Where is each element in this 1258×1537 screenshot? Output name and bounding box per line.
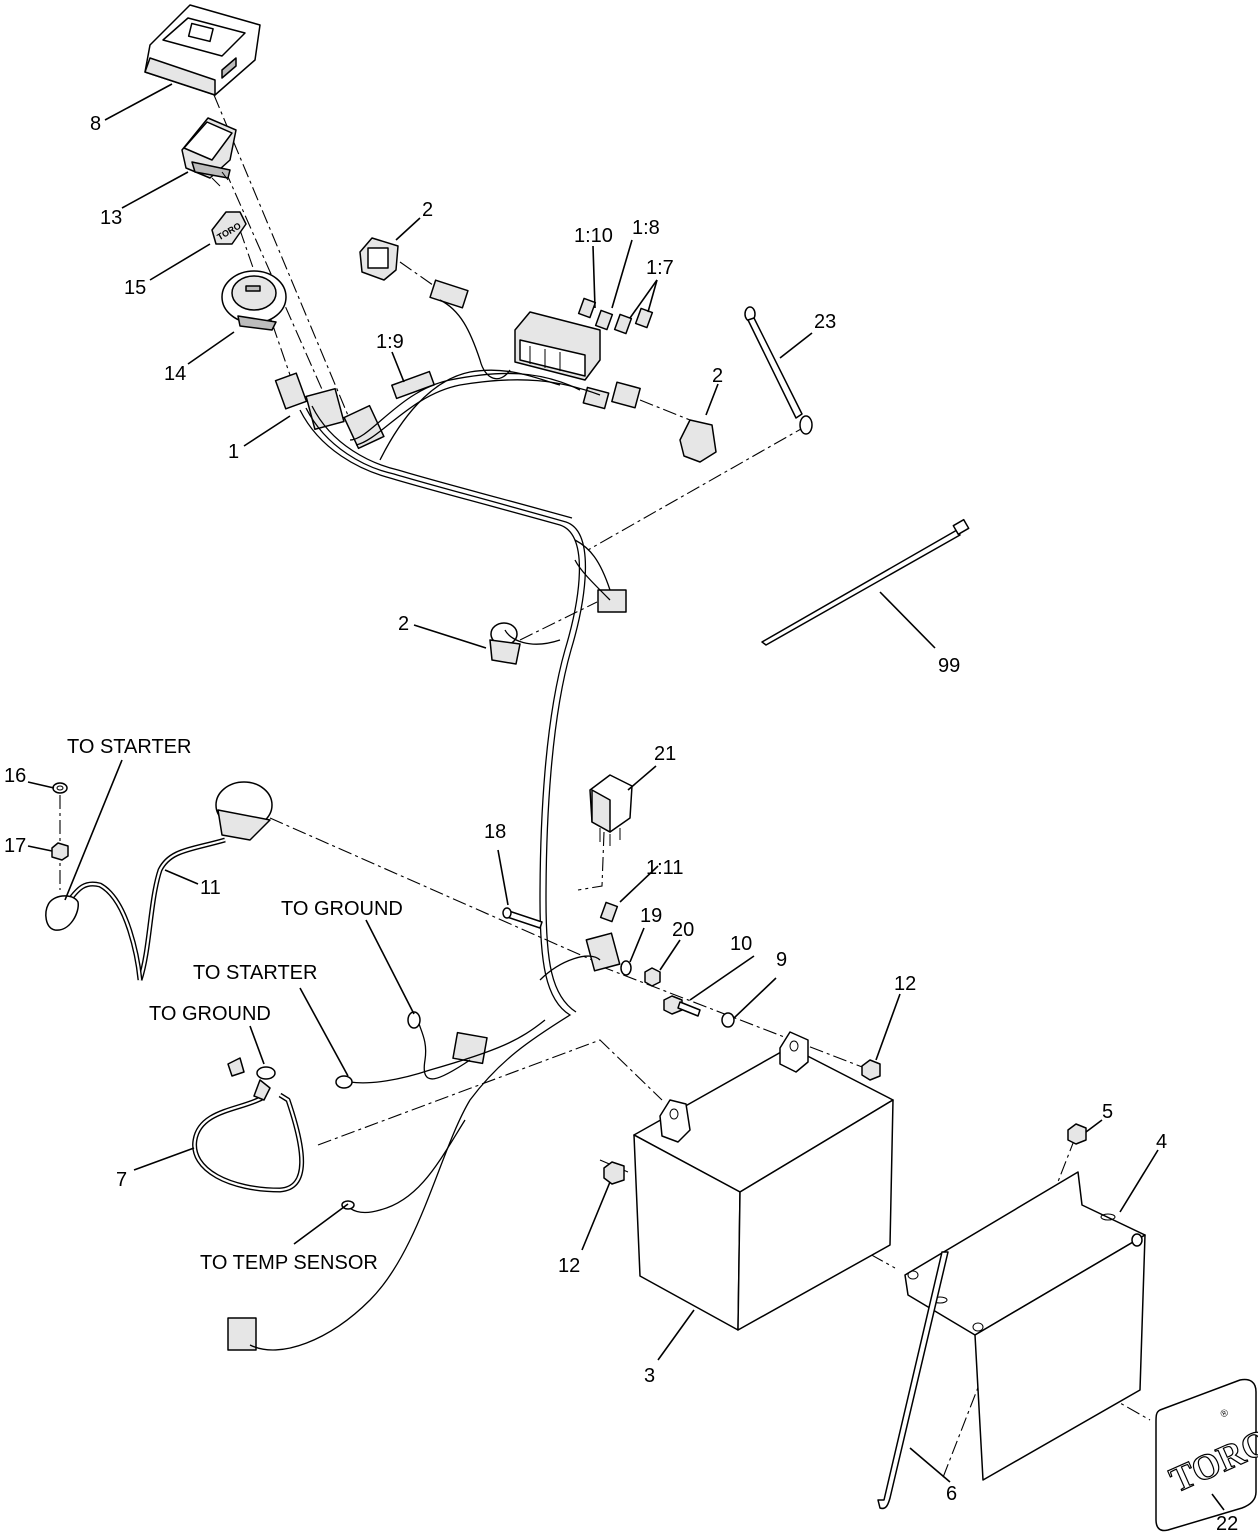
callout-1-11: 1:11 (646, 857, 683, 879)
callout-14: 14 (164, 363, 186, 385)
note-to-starter-top: TO STARTER (67, 736, 191, 758)
washer-19-part (620, 960, 632, 976)
ring-terminals (335, 1011, 421, 1210)
nut-17-part (51, 842, 69, 861)
callout-10: 10 (730, 933, 752, 955)
nut-12-right-part (861, 1059, 881, 1081)
nut-5-part (1067, 1123, 1087, 1145)
plunger-switch-top (359, 237, 399, 281)
notes: TO STARTER TO GROUND TO STARTER TO GROUN… (67, 736, 403, 1274)
rocker-switch-part (181, 117, 237, 187)
starter-cable-part (45, 781, 273, 981)
washer-9-part (721, 1012, 735, 1028)
note-to-temp-sensor: TO TEMP SENSOR (200, 1252, 378, 1274)
plunger-switch-mid (489, 622, 521, 665)
note-to-ground-top: TO GROUND (281, 898, 403, 920)
callout-13: 13 (100, 207, 122, 229)
fuse-block-part (514, 311, 601, 381)
note-to-starter-bottom: TO STARTER (193, 962, 317, 984)
nut-12-left-part (603, 1161, 625, 1185)
callout-labels: 8 13 15 14 1 2 1:10 1:8 1:7 1:9 23 2 2 9… (4, 113, 1238, 1535)
callout-9: 9 (776, 949, 787, 971)
ignition-switch-part (221, 270, 287, 331)
decal-registered-mark: ® (1219, 1407, 1231, 1420)
harness-connectors (227, 279, 641, 1351)
callout-1-10: 1:10 (574, 225, 613, 247)
callout-3: 3 (644, 1365, 655, 1387)
wire-harness (249, 299, 611, 1351)
nut-20-part (644, 967, 661, 987)
callout-1-7: 1:7 (646, 257, 674, 279)
callout-17: 17 (4, 835, 26, 857)
hour-meter-part (144, 4, 261, 96)
note-to-ground-bottom: TO GROUND (149, 1003, 271, 1025)
callout-20: 20 (672, 919, 694, 941)
callout-1-9: 1:9 (376, 331, 404, 353)
callout-leaders (27, 83, 1225, 1511)
j-bolt-part (877, 1251, 949, 1510)
cable-tie-part (761, 518, 970, 646)
callout-22: 22 (1216, 1513, 1238, 1535)
bolt-18-part (502, 907, 543, 929)
callout-8: 8 (90, 113, 101, 135)
toro-decal-part: TORO ® (1155, 1378, 1258, 1532)
callout-11: 11 (200, 877, 221, 899)
callout-5: 5 (1102, 1101, 1113, 1123)
callout-1-8: 1:8 (632, 217, 660, 239)
callout-2-right: 2 (712, 365, 723, 387)
callout-12-left: 12 (558, 1255, 580, 1277)
callout-12-right: 12 (894, 973, 916, 995)
callout-15: 15 (124, 277, 146, 299)
relay-part (589, 774, 633, 846)
callout-16: 16 (4, 765, 26, 787)
callout-1: 1 (228, 441, 239, 463)
battery-bracket-part (904, 1171, 1146, 1481)
probe-part (744, 306, 813, 435)
callout-18: 18 (484, 821, 506, 843)
callout-4: 4 (1156, 1131, 1167, 1153)
bolt-10-part (663, 995, 701, 1017)
callout-21: 21 (654, 743, 676, 765)
callout-2-mid: 2 (398, 613, 409, 635)
callout-19: 19 (640, 905, 662, 927)
plunger-switch-right (679, 419, 717, 463)
callout-23: 23 (814, 311, 836, 333)
callout-2-top: 2 (422, 199, 433, 221)
ground-cable-part (192, 1057, 305, 1193)
washer-16-part (52, 782, 68, 794)
fuses-part (577, 297, 654, 923)
callout-7: 7 (116, 1169, 127, 1191)
key-tag-part: TORO (211, 211, 247, 245)
callout-6: 6 (946, 1483, 957, 1505)
battery-part (633, 1031, 894, 1331)
callout-99: 99 (938, 655, 960, 677)
